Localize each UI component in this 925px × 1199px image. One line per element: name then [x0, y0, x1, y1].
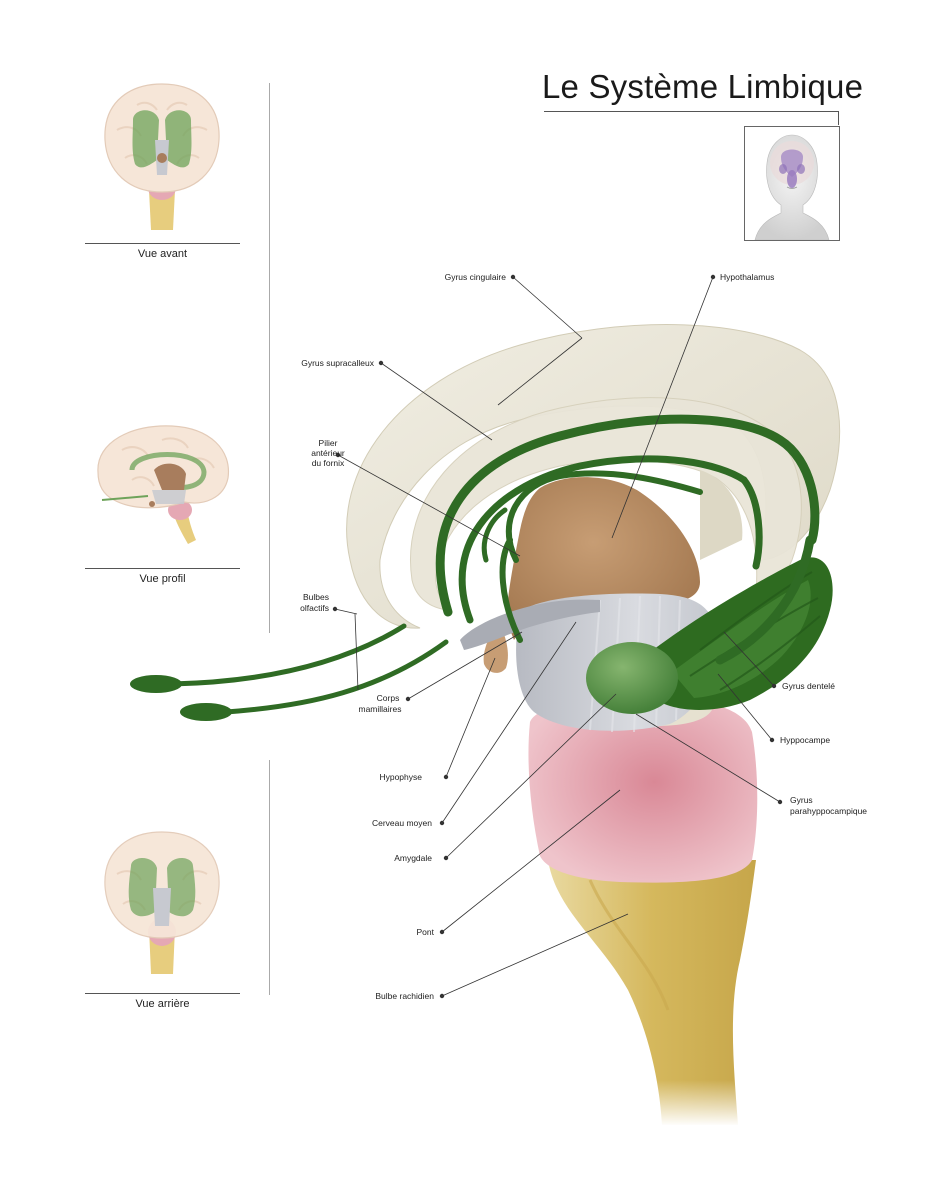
olfactory-bulb-lower: [180, 703, 232, 721]
label-bulbes-line2: olfactifs: [300, 603, 329, 613]
rear-view-caption: Vue arrière: [135, 998, 190, 1010]
label-hypophyse: Hypophyse: [379, 772, 422, 782]
rear-view-rule: [85, 993, 240, 994]
profile-view-caption: Vue profil: [139, 573, 186, 585]
optic-stalk: [460, 599, 600, 650]
amygdala-shape: [586, 642, 678, 714]
title-underline: [544, 111, 839, 112]
label-pilier-line1: Pilier: [319, 438, 338, 448]
pons-shape: [528, 699, 758, 883]
front-view-rule: [85, 243, 240, 244]
head-illustration: [754, 134, 830, 241]
label-gyrus-parahyp-line2: parahyppocampique: [790, 806, 867, 816]
left-column-divider-bottom: [269, 760, 270, 995]
leader-lines: [332, 274, 783, 999]
front-view-thumbnail: [97, 80, 227, 240]
label-bulbe-rachidien: Bulbe rachidien: [375, 991, 434, 1001]
label-hypothalamus: Hypothalamus: [720, 272, 774, 282]
cortex-inner-arch: [700, 470, 743, 560]
label-corps-line2: mamillaires: [359, 704, 402, 714]
label-gyrus-dentele: Gyrus dentelé: [782, 681, 835, 691]
label-gyrus-cingulaire: Gyrus cingulaire: [445, 272, 507, 282]
profile-view-rule: [85, 568, 240, 569]
medulla-fade: [640, 1080, 750, 1126]
olfactory-tracts: [169, 623, 449, 715]
fornix-tracts: [435, 414, 820, 665]
profile-view-thumbnail: [92, 420, 237, 555]
medulla-ridge: [588, 879, 670, 1011]
label-pont: Pont: [417, 927, 435, 937]
rear-view-thumbnail: [97, 828, 227, 983]
label-pilier-line2: antérieur: [311, 448, 345, 458]
olfactory-bulb-upper: [130, 675, 182, 693]
label-gyrus-parahyp-line1: Gyrus: [790, 795, 813, 805]
page-title: Le Système Limbique: [542, 68, 864, 105]
left-column-divider-top: [269, 83, 270, 633]
front-view-caption: Vue avant: [137, 248, 188, 260]
label-hyppocampe: Hyppocampe: [780, 735, 830, 745]
label-corps-line1: Corps: [377, 693, 400, 703]
label-gyrus-supracalleux: Gyrus supracalleux: [301, 358, 375, 368]
title-underline-tick: [838, 111, 839, 125]
head-inset: [744, 126, 840, 241]
label-pilier-line3: du fornix: [312, 458, 345, 468]
label-amygdale: Amygdale: [394, 853, 432, 863]
label-cerveau-moyen: Cerveau moyen: [372, 818, 432, 828]
olfactory-bracket: [354, 613, 359, 691]
label-bulbes-line1: Bulbes: [303, 592, 329, 602]
